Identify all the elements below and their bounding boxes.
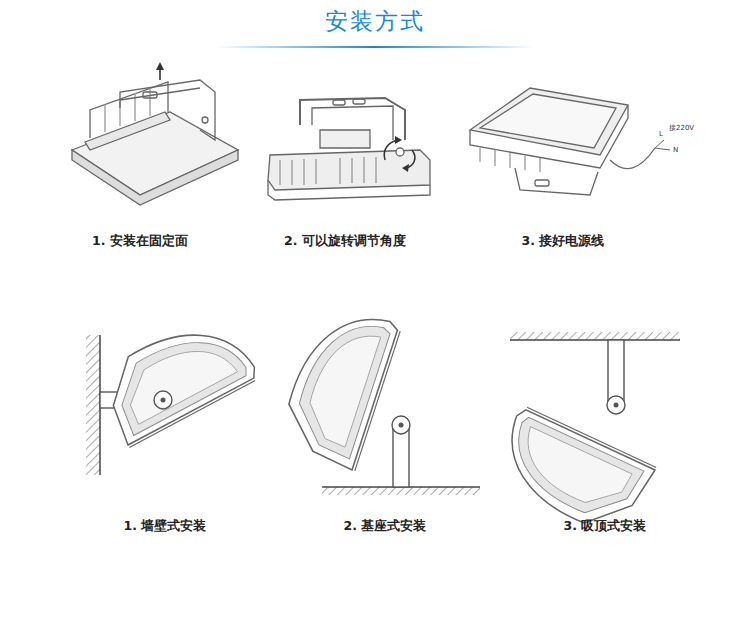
base-mount-figure [275,300,480,495]
step-caption: 1. 安装在固定面 [92,233,188,248]
ceiling-mount-figure [488,332,680,541]
mount-caption: 2. 基座式安装 [344,518,427,533]
mount-caption: 3. 吸顶式安装 [564,518,647,533]
step-caption: 2. 可以旋转调节角度 [284,233,406,248]
wire-label: N [673,146,678,154]
voltage-label: 接220V [669,124,694,132]
lamp-wiring-figure [470,88,670,195]
title-underline [215,46,535,48]
wire-label: L [659,130,663,138]
mount-caption: 1. 墙壁式安装 [124,518,207,533]
lamp-mounted-figure [72,62,238,205]
lamp-bracket-figure [268,98,430,200]
page-title: 安装方式 [325,8,425,36]
step-caption: 3. 接好电源线 [522,233,605,248]
wall-mount-figure [86,306,260,475]
